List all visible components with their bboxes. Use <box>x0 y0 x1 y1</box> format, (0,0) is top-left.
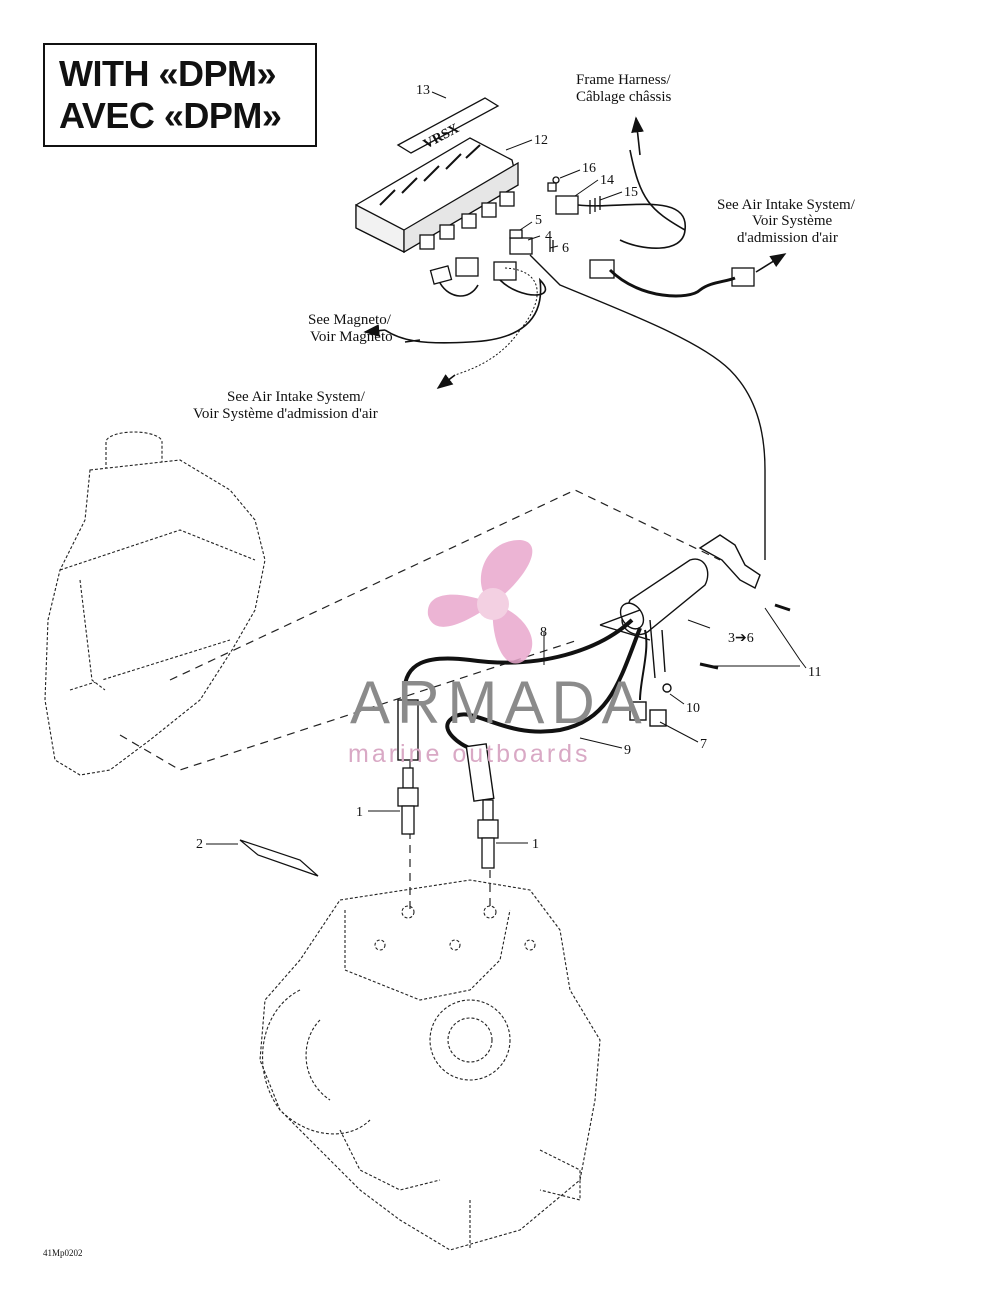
watermark: ARMADA marine outboards <box>348 540 649 768</box>
part-3-6: 3➔6 <box>728 631 754 646</box>
air-intake-right-label-2: Voir Système <box>752 213 832 229</box>
part-numbers: 13 12 16 14 15 5 4 6 8 3➔6 11 10 7 9 1 1… <box>196 83 821 852</box>
title-box: WITH «DPM» AVEC «DPM» <box>43 43 317 147</box>
part-6: 6 <box>562 241 569 256</box>
part-12: 12 <box>534 133 548 148</box>
part-2: 2 <box>196 837 203 852</box>
part-9: 9 <box>624 743 631 758</box>
part-5: 5 <box>535 213 542 228</box>
part-15: 15 <box>624 185 638 200</box>
part-14: 14 <box>600 173 614 188</box>
air-intake-right-label-3: d'admission d'air <box>737 230 838 246</box>
air-intake-left-label-2: Voir Système d'admission d'air <box>193 406 378 422</box>
part-16: 16 <box>582 161 596 176</box>
decal-strip <box>239 839 319 877</box>
part-1-left: 1 <box>356 805 363 820</box>
frame-harness-label-2: Câblage châssis <box>576 89 672 105</box>
engine <box>259 879 601 1251</box>
part-4: 4 <box>545 229 552 244</box>
propeller-logo-icon <box>427 540 533 664</box>
air-intake-left-label-1: See Air Intake System/ <box>227 389 366 405</box>
plug-caps <box>397 699 667 802</box>
part-1-right: 1 <box>532 837 539 852</box>
title-line-1: WITH «DPM» <box>59 53 277 94</box>
part-11: 11 <box>808 665 821 680</box>
module-connectors <box>429 182 755 287</box>
watermark-brand: ARMADA <box>350 669 649 736</box>
part-13: 13 <box>416 83 430 98</box>
watermark-tagline: marine outboards <box>348 740 591 768</box>
part-number-callouts <box>206 91 807 845</box>
magneto-label-2: Voir Magnéto <box>310 329 393 345</box>
wiring <box>363 116 787 560</box>
part-8: 8 <box>540 625 547 640</box>
spark-plug-wires <box>402 618 648 750</box>
part-10: 10 <box>686 701 700 716</box>
part-7: 7 <box>700 737 707 752</box>
electronic-module <box>355 137 519 254</box>
frame-harness-label-1: Frame Harness/ <box>576 72 671 88</box>
small-hardware <box>549 176 601 252</box>
oil-tank <box>44 431 266 776</box>
magneto-label-1: See Magneto/ <box>308 312 392 328</box>
spark-plugs <box>397 767 499 869</box>
title-line-2: AVEC «DPM» <box>59 95 282 136</box>
callout-labels: Frame Harness/ Câblage châssis See Air I… <box>193 72 856 422</box>
figure-code: 41Mp0202 <box>43 1248 83 1258</box>
air-intake-right-label-1: See Air Intake System/ <box>717 197 856 213</box>
